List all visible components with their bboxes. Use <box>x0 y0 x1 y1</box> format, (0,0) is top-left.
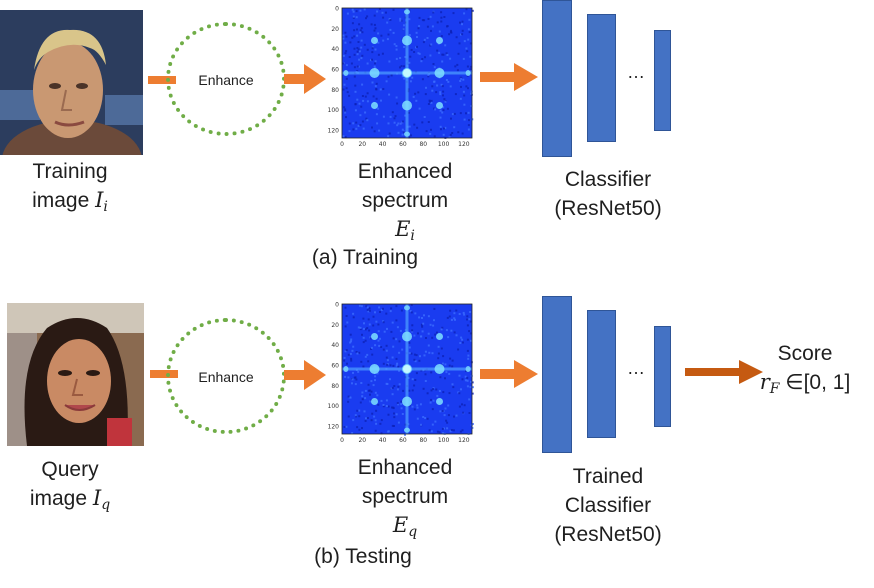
spectrum-y-tick: 40 <box>331 46 339 53</box>
spectrum-label-b: Enhanced spectrum Eq <box>357 456 453 540</box>
classifier-layer-3-b <box>654 326 671 427</box>
query-face-image <box>7 303 144 446</box>
ellipsis-b: … <box>627 358 646 378</box>
training-image-label: Training image Ii <box>32 160 108 215</box>
caption-testing: (b) Testing <box>314 545 412 568</box>
spectrum-x-tick: 20 <box>358 141 366 148</box>
arrow-to-spectrum-b <box>284 360 326 390</box>
spectrum-y-tick: 120 <box>328 127 340 134</box>
arrow-to-classifier-b <box>480 360 538 388</box>
arrow-to-score <box>685 360 763 384</box>
spectrum-label-a: Enhanced spectrum Ei <box>357 160 453 244</box>
spectrum-y-tick: 20 <box>331 26 339 33</box>
spectrum-y-tick: 0 <box>335 6 339 13</box>
ellipsis-a: … <box>627 62 646 82</box>
query-image-label: Query image Iq <box>29 458 111 513</box>
classifier-label-b: Trained Classifier (ResNet50) <box>554 465 662 546</box>
arrow-to-classifier-a <box>480 63 538 91</box>
spectrum-x-tick: 120 <box>458 437 470 444</box>
spectrum-x-tick: 120 <box>458 141 470 148</box>
spectrum-y-tick: 100 <box>328 107 340 114</box>
spectrum-y-tick: 0 <box>335 302 339 309</box>
arrow-to-enhance-a <box>148 76 176 84</box>
classifier-label-a: Classifier (ResNet50) <box>554 168 662 220</box>
spectrum-x-tick: 100 <box>438 437 450 444</box>
spectrum-x-tick: 40 <box>379 141 387 148</box>
arrow-to-enhance-b <box>150 370 178 378</box>
spectrum-y-tick: 40 <box>331 342 339 349</box>
spectrum-y-tick: 20 <box>331 322 339 329</box>
enhance-label-b: Enhance <box>198 369 254 385</box>
classifier-layer-3-a <box>654 30 671 131</box>
classifier-layer-1-a <box>542 0 572 157</box>
spectrum-x-tick: 60 <box>399 141 407 148</box>
spectrum-x-tick: 40 <box>379 437 387 444</box>
training-face-image <box>0 10 143 155</box>
spectrum-y-tick: 60 <box>331 362 339 369</box>
spectrum-y-tick: 80 <box>331 383 339 390</box>
spectrum-y-tick: 80 <box>331 87 339 94</box>
spectrum-x-tick: 80 <box>419 141 427 148</box>
spectrum-x-tick: 20 <box>358 437 366 444</box>
spectrum-y-tick: 60 <box>331 66 339 73</box>
arrow-to-spectrum-a <box>284 64 326 94</box>
spectrum-x-tick: 0 <box>340 141 344 148</box>
spectrum-y-tick: 120 <box>328 423 340 430</box>
spectrum-x-tick: 80 <box>419 437 427 444</box>
caption-training: (a) Training <box>311 246 419 269</box>
spectrum-x-tick: 100 <box>438 141 450 148</box>
score-label: Score rF ∈[0, 1] <box>759 342 851 397</box>
classifier-layer-2-b <box>587 310 616 438</box>
enhance-label-a: Enhance <box>198 72 254 88</box>
spectrum-x-tick: 60 <box>399 437 407 444</box>
spectrum-x-tick: 0 <box>340 437 344 444</box>
classifier-layer-2-a <box>587 14 616 142</box>
spectrum-y-tick: 100 <box>328 403 340 410</box>
classifier-layer-1-b <box>542 296 572 453</box>
